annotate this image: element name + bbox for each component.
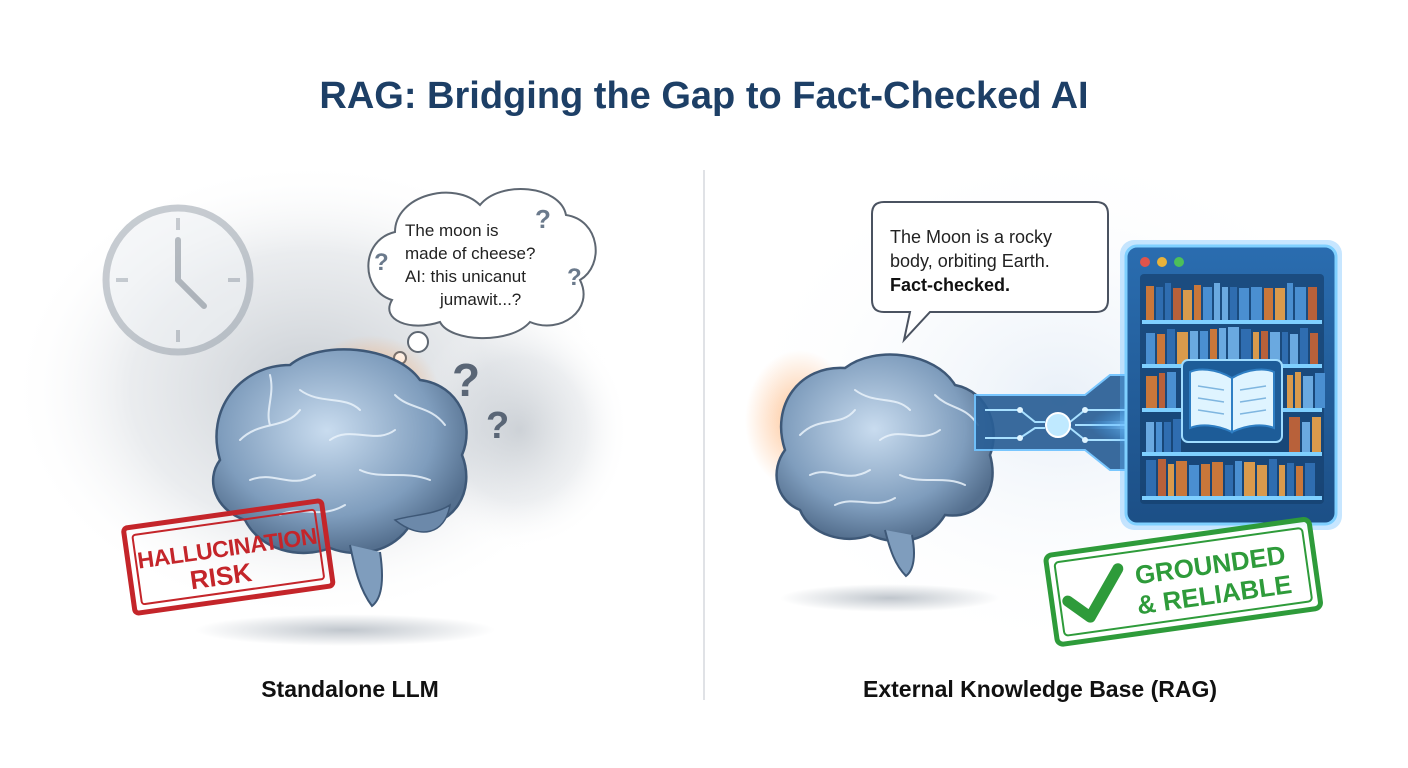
book-spine: [1183, 290, 1192, 320]
book-spine: [1253, 332, 1259, 364]
book-spine: [1177, 332, 1188, 364]
speech-emphasis: Fact-checked.: [890, 275, 1010, 295]
book-spine: [1225, 465, 1233, 496]
book-spine: [1239, 288, 1249, 320]
book-spine: [1287, 283, 1293, 320]
book-spine: [1235, 461, 1242, 496]
book-spine: [1210, 329, 1217, 364]
brain-shadow: [780, 584, 1000, 612]
book-spine: [1189, 465, 1199, 496]
book-spine: [1156, 422, 1162, 452]
book-spine: [1244, 462, 1255, 496]
book-spine: [1302, 422, 1310, 452]
book-spine: [1173, 288, 1181, 320]
book-spine: [1168, 464, 1174, 496]
thought-bubble-icon: The moon is made of cheese? AI: this uni…: [367, 188, 597, 365]
book-spine: [1146, 422, 1154, 452]
question-mark-icon: ?: [567, 264, 582, 291]
open-book-icon: [1181, 359, 1283, 443]
book-spine: [1251, 287, 1262, 320]
right-caption: External Knowledge Base (RAG): [863, 676, 1217, 702]
book-spine: [1312, 417, 1321, 452]
speech-line-2: body, orbiting Earth.: [890, 251, 1050, 271]
book-spine: [1269, 459, 1277, 496]
brain-icon: [211, 348, 468, 608]
book-spine: [1270, 332, 1280, 364]
shelf-board: [1142, 496, 1322, 500]
thought-line-3: AI: this unicanut: [405, 267, 526, 286]
book-spine: [1173, 419, 1181, 452]
book-spine: [1279, 465, 1285, 496]
bookshelf-window-icon: [1120, 240, 1342, 530]
book-spine: [1164, 422, 1171, 452]
speech-line-1: The Moon is a rocky: [890, 227, 1052, 247]
book-spine: [1287, 463, 1294, 496]
thought-line-1: The moon is: [405, 221, 499, 240]
book-spine: [1303, 376, 1313, 408]
thought-line-2: made of cheese?: [405, 244, 535, 263]
book-spine: [1295, 372, 1301, 408]
book-spine: [1200, 331, 1208, 364]
book-spine: [1201, 464, 1210, 496]
book-spine: [1158, 459, 1166, 496]
book-spine: [1212, 462, 1223, 496]
book-spine: [1159, 373, 1165, 408]
book-spine: [1275, 288, 1285, 320]
book-spine: [1176, 461, 1187, 496]
book-spine: [1214, 283, 1220, 320]
question-mark-icon: ?: [535, 204, 551, 234]
book-spine: [1257, 465, 1267, 496]
book-spine: [1290, 334, 1298, 364]
book-spine: [1300, 328, 1308, 364]
book-spine: [1146, 333, 1155, 364]
book-spine: [1228, 327, 1239, 364]
book-spine: [1315, 373, 1325, 408]
question-mark-icon: ?: [486, 405, 509, 447]
book-spine: [1295, 287, 1306, 320]
left-panel: The moon is made of cheese? AI: this uni…: [10, 160, 630, 702]
checkmark-icon: [1062, 563, 1124, 623]
book-spine: [1190, 331, 1198, 364]
book-spine: [1203, 287, 1212, 320]
book-spine: [1146, 460, 1156, 496]
clock-icon: [102, 204, 254, 356]
shelf-board: [1142, 320, 1322, 324]
brain-icon: [775, 353, 995, 578]
book-spine: [1264, 288, 1273, 320]
page-title: RAG: Bridging the Gap to Fact-Checked AI: [319, 75, 1088, 117]
stamp-icon: GROUNDED & RELIABLE: [1043, 517, 1323, 647]
book-spine: [1219, 328, 1226, 364]
book-spine: [1296, 466, 1303, 496]
brain-shadow: [195, 614, 495, 646]
book-spine: [1310, 333, 1318, 364]
question-mark-icon: ?: [374, 249, 389, 276]
book-spine: [1308, 287, 1317, 320]
left-caption: Standalone LLM: [261, 676, 439, 702]
book-spine: [1261, 331, 1268, 364]
thought-line-4: jumawit...?: [439, 290, 521, 309]
book-spine: [1146, 376, 1157, 408]
book-spine: [1167, 329, 1175, 364]
book-spine: [1241, 329, 1251, 364]
book-spine: [1222, 287, 1228, 320]
book-spine: [1167, 372, 1176, 408]
question-mark-icon: ?: [452, 354, 480, 406]
book-spine: [1305, 463, 1315, 496]
book-spine: [1146, 286, 1154, 320]
speech-bubble: The Moon is a rocky body, orbiting Earth…: [871, 201, 1109, 344]
book-spine: [1289, 417, 1300, 452]
shelf-board: [1142, 452, 1322, 456]
book-spine: [1287, 375, 1293, 408]
book-spine: [1157, 334, 1165, 364]
book-spine: [1194, 285, 1201, 320]
book-spine: [1282, 332, 1288, 364]
right-panel: The Moon is a rocky body, orbiting Earth…: [730, 140, 1390, 702]
book-spine: [1156, 287, 1163, 320]
book-spine: [1165, 283, 1171, 320]
book-spine: [1230, 287, 1237, 320]
